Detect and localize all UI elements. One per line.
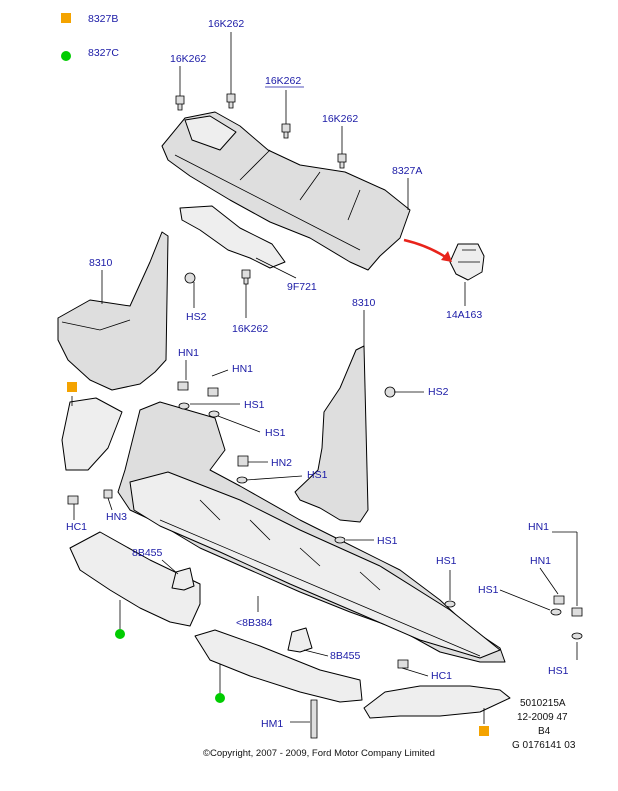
fastener-16k262-d (337, 153, 347, 169)
bracket-9f721 (179, 205, 286, 269)
fastener-hn1-b (207, 387, 219, 397)
marker-orange-left (67, 382, 77, 392)
leader-lines (71, 32, 578, 724)
markers (67, 382, 489, 736)
label-hs2-left: HS2 (186, 311, 207, 323)
fastener-hs1-g (571, 632, 583, 640)
label-hs1-e: HS1 (436, 555, 457, 567)
labels: 16K262 16K262 16K262 16K262 16K262 8327A… (66, 18, 569, 730)
main-lower-shield (117, 401, 506, 663)
copyright: ©Copyright, 2007 - 2009, Ford Motor Comp… (203, 748, 435, 759)
label-hn1-c: HN1 (528, 521, 549, 533)
meta-line-1: 5010215A (520, 698, 566, 709)
fastener-hc1-left (67, 495, 79, 505)
label-hn1-a: HN1 (178, 347, 199, 359)
clip-14a163 (449, 243, 485, 281)
label-hc1-right: HC1 (431, 670, 452, 682)
label-8327a: 8327A (392, 165, 422, 177)
legend-code-8327b: 8327B (88, 13, 118, 25)
label-hn3: HN3 (106, 511, 127, 523)
label-hs1-a: HS1 (244, 399, 265, 411)
right-deflector-8310 (294, 345, 369, 523)
label-16k262-c: 16K262 (265, 75, 301, 87)
legend: 8327B 8327C (61, 13, 119, 61)
fastener-16k262-c (281, 123, 291, 139)
label-8310-right: 8310 (352, 297, 376, 309)
label-16k262-d: 16K262 (322, 113, 358, 125)
fastener-hn1-a (177, 381, 189, 391)
upper-shield-8327a (161, 111, 411, 271)
label-8310-left: 8310 (89, 257, 113, 269)
fasteners (67, 93, 583, 739)
label-16k262-a: 16K262 (170, 53, 206, 65)
left-small-shield (61, 397, 123, 471)
label-hs1-g: HS1 (548, 665, 569, 677)
label-8b455-b: 8B455 (330, 650, 361, 662)
label-hm1: HM1 (261, 718, 283, 730)
fastener-hs2-right (384, 386, 396, 398)
legend-green-circle (61, 51, 71, 61)
bracket-8b455-lower (287, 627, 313, 653)
legend-orange-square (61, 13, 71, 23)
fastener-hs1-a (178, 402, 190, 410)
marker-orange-right (479, 726, 489, 736)
label-9f721: 9F721 (287, 281, 317, 293)
label-14a163: 14A163 (446, 309, 482, 321)
label-hs1-f: HS1 (478, 584, 499, 596)
arrow-head (441, 251, 452, 262)
fastener-hn1-d (571, 607, 583, 617)
fastener-16k262-b (226, 93, 236, 109)
arrow-14a163 (403, 238, 451, 262)
legend-code-8327c: 8327C (88, 47, 119, 59)
fastener-hn1-c (553, 595, 565, 605)
label-hs1-d: HS1 (377, 535, 398, 547)
label-8b384: <8B384 (236, 617, 273, 629)
drawing-meta: 5010215A 12-2009 47 B4 G 0176141 03 (512, 698, 576, 751)
label-hs1-b: HS1 (265, 427, 286, 439)
lower-shield-right (363, 685, 511, 719)
fastener-hs2-left (184, 272, 196, 284)
label-hc1-left: HC1 (66, 521, 87, 533)
fastener-hs1-c (236, 476, 248, 484)
meta-line-2: 12-2009 47 (517, 712, 568, 723)
lower-strip-left (69, 531, 201, 627)
fastener-hs1-d (334, 536, 346, 544)
fastener-hs1-f (550, 608, 562, 616)
label-8b455-a: 8B455 (132, 547, 163, 559)
fastener-hc1-right (397, 659, 409, 669)
label-16k262-b: 16K262 (208, 18, 244, 30)
marker-green-middle (215, 693, 225, 703)
fastener-hn2 (237, 455, 249, 467)
label-hs1-c: HS1 (307, 469, 328, 481)
meta-line-4: G 0176141 03 (512, 740, 576, 751)
fastener-hn3 (103, 489, 113, 499)
label-hn2: HN2 (271, 457, 292, 469)
label-hs2-right: HS2 (428, 386, 449, 398)
label-hn1-b: HN1 (232, 363, 253, 375)
fastener-hs1-b (208, 410, 220, 418)
fastener-hs1-e (444, 600, 456, 608)
label-16k262-e: 16K262 (232, 323, 268, 335)
fastener-16k262-e (241, 269, 251, 285)
lower-strip-middle (194, 629, 363, 703)
meta-line-3: B4 (538, 726, 551, 737)
fastener-16k262-a (175, 95, 185, 111)
marker-green-left (115, 629, 125, 639)
left-deflector-8310 (57, 231, 169, 391)
label-hn1-d: HN1 (530, 555, 551, 567)
fastener-hm1 (310, 699, 318, 739)
